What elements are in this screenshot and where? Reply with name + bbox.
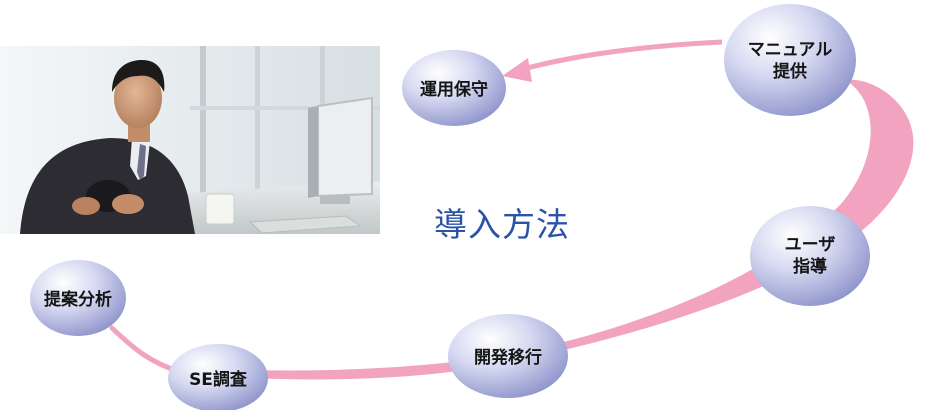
step-node-se-survey: SE調査 [168,344,268,410]
flow-arrow-line [519,39,723,73]
step-label: 提案分析 [44,289,112,310]
step-label-line2: 指導 [793,256,827,277]
step-label: 開発移行 [474,347,542,368]
flow-connector-1 [109,325,183,375]
flow-arrow-head [502,58,532,82]
step-node-development-migration: 開発移行 [448,314,568,398]
step-label-line1: ユーザ [785,235,836,255]
step-label: 運用保守 [420,79,488,100]
step-label-line1: マニュアル [748,40,833,60]
step-node-proposal-analysis: 提案分析 [30,260,126,336]
step-label-line2: 提供 [773,61,807,82]
step-node-operation-maintenance: 運用保守 [402,50,506,126]
step-node-manual-provision: マニュアル 提供 [724,4,856,116]
businessman-photo [0,46,380,234]
step-node-user-guidance: ユーザ 指導 [750,206,870,306]
center-title: 導入方法 [434,205,570,244]
step-label: SE調査 [189,369,248,390]
